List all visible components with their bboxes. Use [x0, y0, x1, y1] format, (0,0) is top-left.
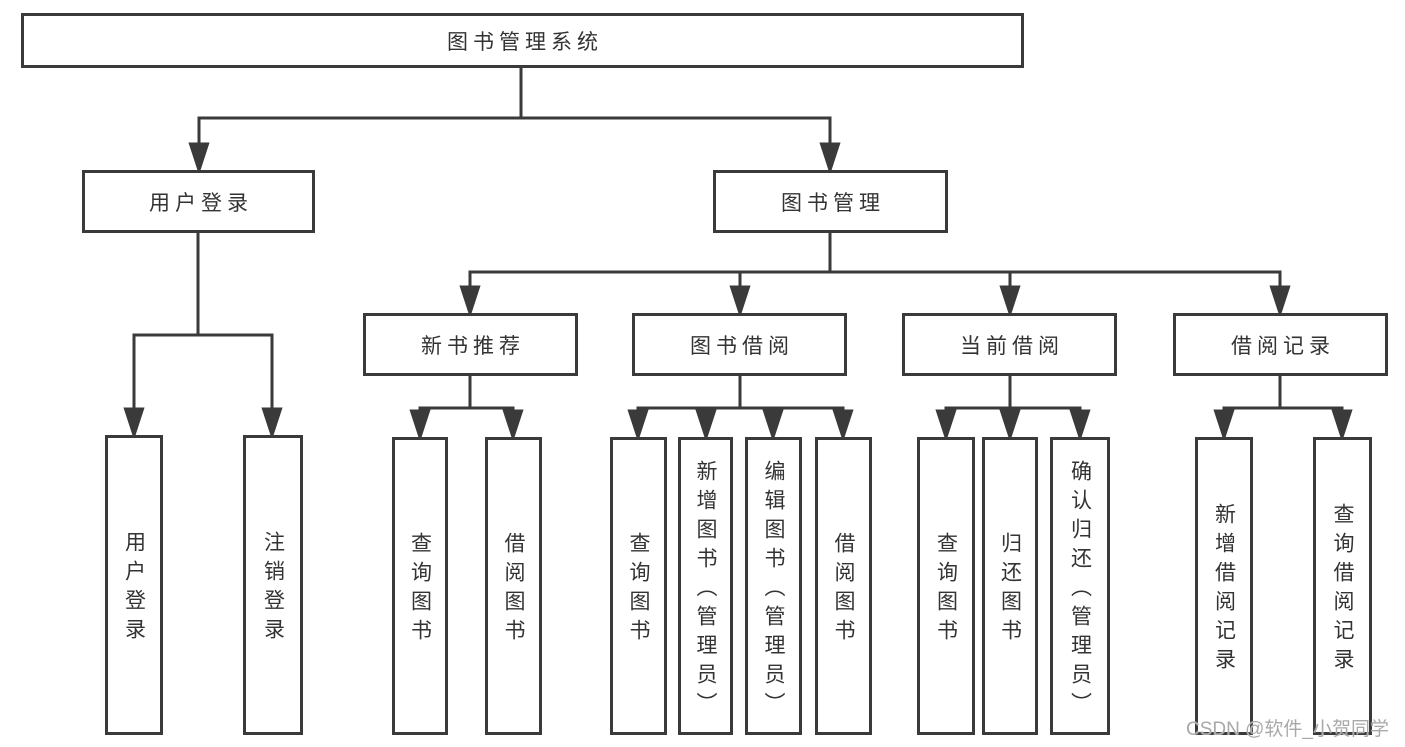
leaf-logout: 注销登录 [243, 435, 303, 735]
node-borrowing-records: 借阅记录 [1173, 313, 1388, 376]
edge-arrow-qrec-head [1331, 409, 1353, 442]
edge-arrow-addrec-head [1213, 409, 1235, 442]
leaf-return-books: 归还图书 [982, 437, 1038, 735]
node-book-management: 图书管理 [713, 170, 948, 233]
edge-arrow-q2-head [627, 409, 649, 442]
leaf-query-books-borrowing: 查询图书 [610, 437, 667, 735]
csdn-watermark: CSDN @软件_小贺同学 [1186, 719, 1389, 740]
node-current-borrowing: 当前借阅 [902, 313, 1117, 376]
edge-arrow-borrowrecords-head [1269, 285, 1291, 318]
edge-arrow-add-head [695, 409, 717, 442]
edge-arrow-q3-head [935, 409, 957, 442]
edge-arrow-leaf-logout-head [261, 407, 283, 440]
leaf-borrow-books-borrowing: 借阅图书 [815, 437, 872, 735]
edge-arrow-bookborrow-head [729, 285, 751, 318]
leaf-user-login: 用户登录 [105, 435, 163, 735]
leaf-add-borrow-record: 新增借阅记录 [1195, 437, 1253, 735]
edge-arrow-user-login-head [188, 142, 210, 175]
node-user-login: 用户登录 [82, 170, 315, 233]
edge-arrow-q1-head [409, 409, 431, 442]
edge-arrow-ret-head [999, 409, 1021, 442]
edge-arrow-edit-head [762, 409, 784, 442]
edge-arrow-currentborrow-head [999, 285, 1021, 318]
leaf-borrow-books-recommendation: 借阅图书 [485, 437, 542, 735]
leaf-query-books-recommendation: 查询图书 [392, 437, 448, 735]
node-library-system: 图书管理系统 [21, 13, 1024, 68]
edge-arrow-book-mgmt-head [819, 142, 841, 175]
node-new-book-recommendation: 新书推荐 [363, 313, 578, 376]
leaf-query-books-current: 查询图书 [917, 437, 975, 735]
edge-arrow-leaf-user-login-head [123, 407, 145, 440]
node-book-borrowing: 图书借阅 [632, 313, 847, 376]
leaf-add-books-admin: 新增图书（管理员） [678, 437, 733, 735]
leaf-edit-books-admin: 编辑图书（管理员） [745, 437, 802, 735]
edge-arrow-newbookrec-head [459, 285, 481, 318]
edge-arrow-conf-head [1069, 409, 1091, 442]
edge-arrow-b1-head [502, 409, 524, 442]
leaf-query-borrow-record: 查询借阅记录 [1313, 437, 1372, 735]
leaf-confirm-return-admin: 确认归还（管理员） [1050, 437, 1110, 735]
edge-arrow-b2-head [832, 409, 854, 442]
